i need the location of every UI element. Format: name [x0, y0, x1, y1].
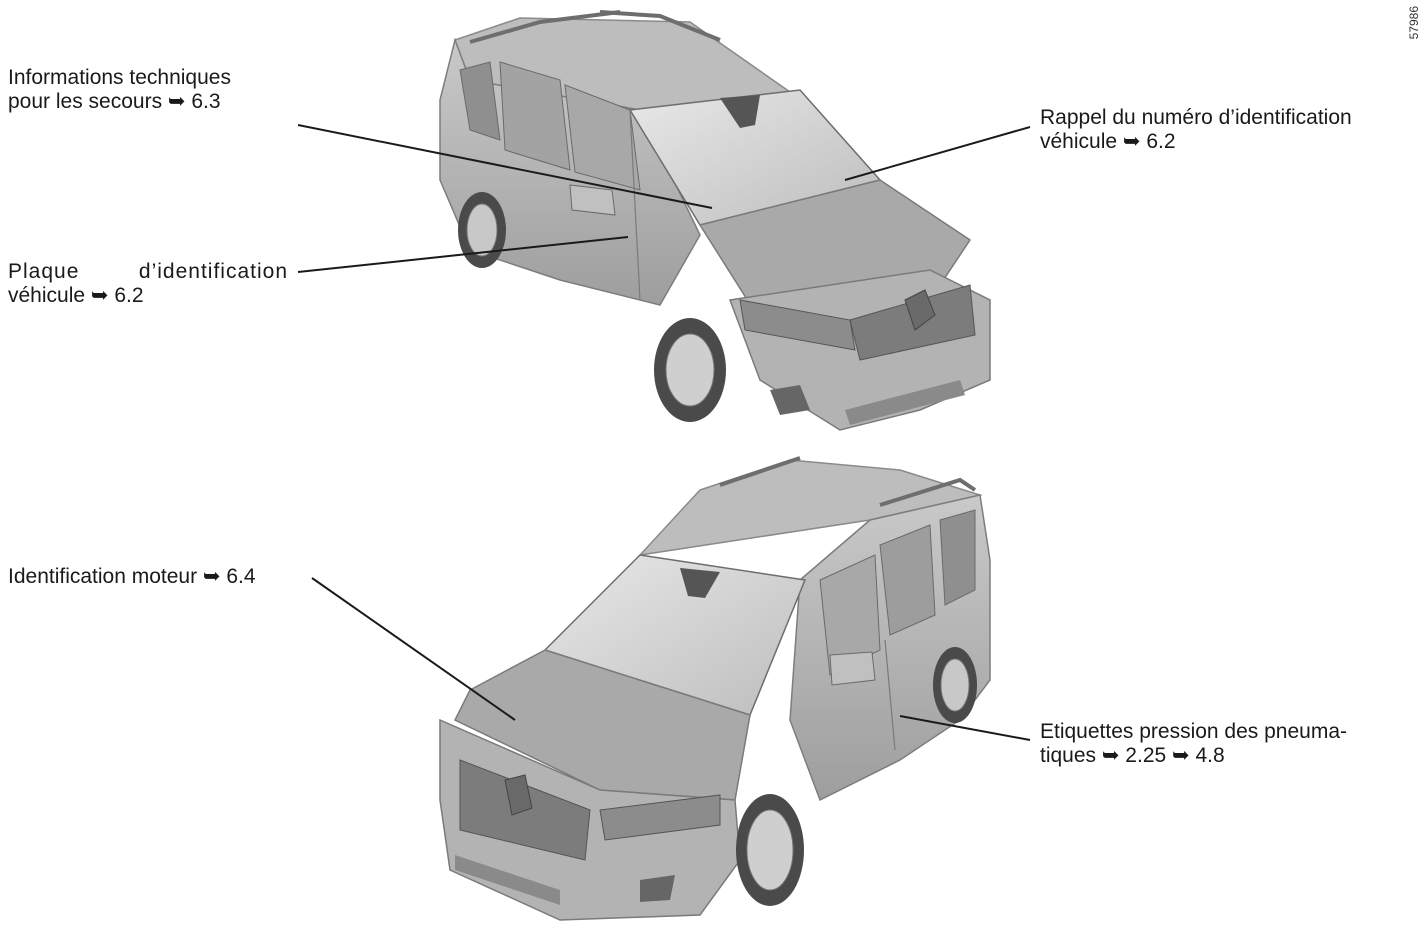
callout-engine-id: Identification moteur ➥ 6.4 [8, 565, 256, 589]
callout-rescue-info: Informations techniques pour les secours… [8, 66, 231, 114]
callout-id-plate-line2: véhicule ➥ 6.2 [8, 284, 144, 307]
callout-engine-id-line1: Identification moteur ➥ 6.4 [8, 565, 256, 588]
callout-vin-reminder-line2: véhicule ➥ 6.2 [1040, 130, 1176, 153]
callout-rescue-info-line1: Informations techniques [8, 66, 231, 89]
van-front-right-view [439, 10, 991, 431]
van-front-left-view [439, 456, 991, 921]
callout-vin-reminder: Rappel du numéro d’identification véhicu… [1040, 106, 1352, 154]
callout-tyre-pressure: Etiquettes pression des pneuma- tiques ➥… [1040, 720, 1347, 768]
callout-id-plate: Plaque d’identification véhicule ➥ 6.2 [8, 260, 288, 308]
callout-rescue-info-line2: pour les secours ➥ 6.3 [8, 90, 221, 113]
leader-rescue-info [297, 124, 713, 209]
callout-id-plate-line1: Plaque d’identification [8, 260, 288, 283]
leader-id-plate [297, 236, 629, 273]
callout-vin-reminder-line1: Rappel du numéro d’identification [1040, 106, 1352, 129]
callout-tyre-pressure-line1: Etiquettes pression des pneuma- [1040, 720, 1348, 743]
leader-lines [297, 124, 1031, 741]
figure-reference-number: 57986 [1407, 6, 1421, 40]
leader-vin-reminder [844, 126, 1031, 181]
leader-engine-id [311, 577, 516, 721]
callout-tyre-pressure-line2: tiques ➥ 2.25 ➥ 4.8 [1040, 744, 1225, 767]
leader-tyre-pressure [899, 715, 1031, 741]
